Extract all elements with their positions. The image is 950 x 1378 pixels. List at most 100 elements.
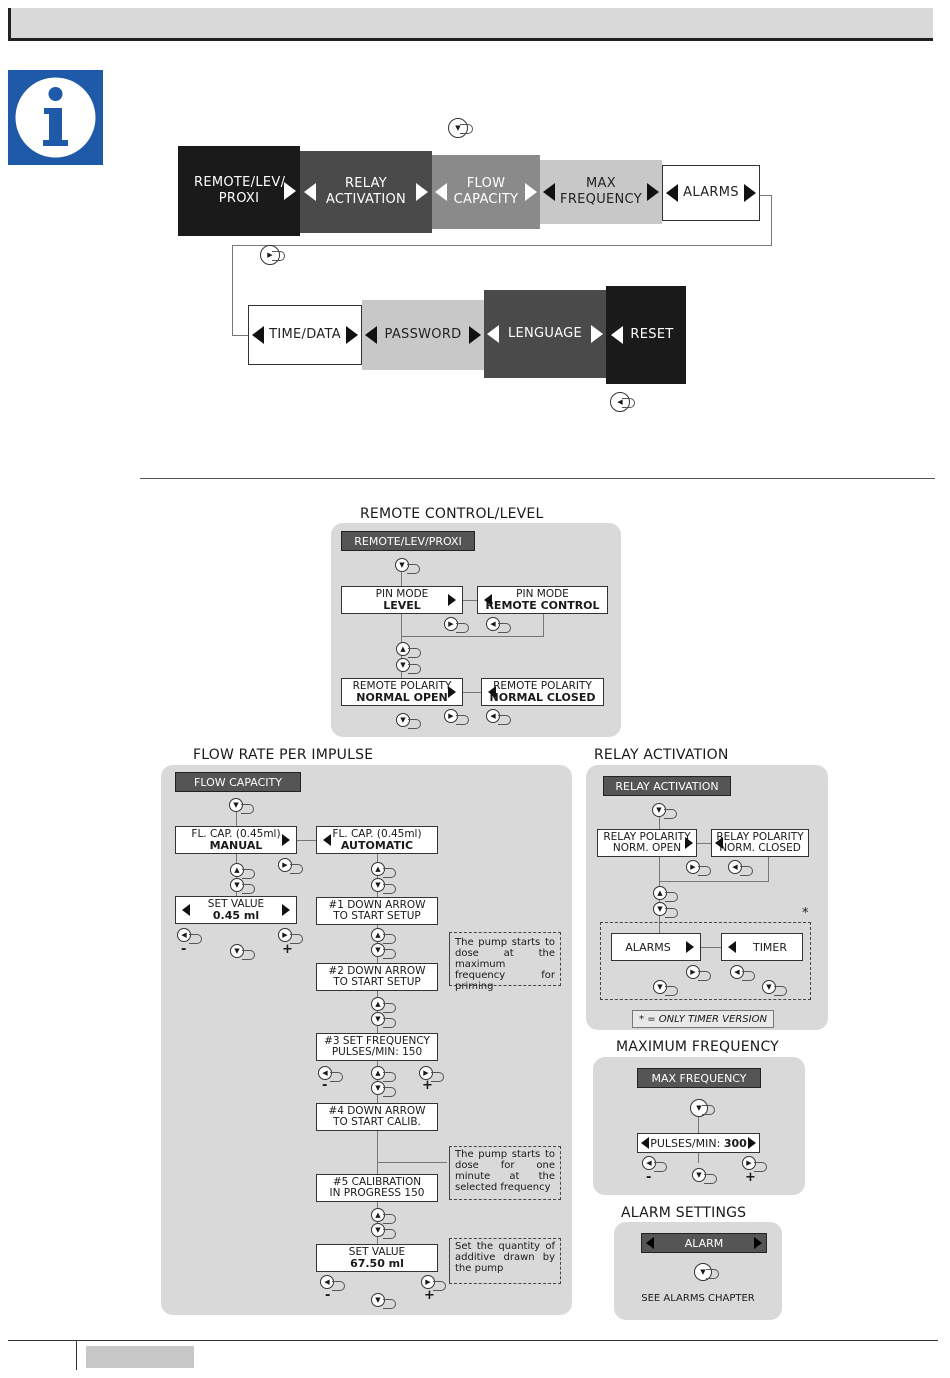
- relay-header: RELAY ACTIVATION: [603, 776, 731, 796]
- remote-header: REMOTE/LEV/PROXI: [341, 531, 475, 551]
- connector-line: [701, 947, 721, 948]
- menu-alarms: ALARMS: [662, 165, 760, 221]
- menu-label: RELAY ACTIVATION: [325, 176, 407, 207]
- box-value: NORMAL CLOSED: [489, 691, 596, 704]
- header-label: REMOTE/LEV/PROXI: [354, 534, 462, 548]
- step5-box: #5 CALIBRATION IN PROGRESS 150: [316, 1174, 438, 1202]
- down-button-icon: ▼: [371, 1012, 396, 1028]
- down-button-icon: ▼: [762, 980, 787, 996]
- arrow-left-icon: [304, 183, 316, 201]
- right-button-icon: ▶: [444, 617, 469, 633]
- arrow-right-icon: [591, 325, 603, 343]
- arrow-right-icon: [686, 941, 694, 953]
- minus-sign: -: [325, 1288, 331, 1303]
- alarm-title: ALARM SETTINGS: [621, 1205, 747, 1221]
- step1-box: #1 DOWN ARROW TO START SETUP: [316, 897, 438, 925]
- connector-line: [232, 245, 233, 335]
- down-button-icon: ▼: [692, 1168, 717, 1184]
- box-label: FL. CAP. (0.45ml): [191, 828, 281, 840]
- box-label: TO START CALIB.: [333, 1116, 421, 1128]
- down-button-icon: ▼: [371, 1293, 396, 1309]
- plus-sign: +: [282, 942, 293, 957]
- menu-reset: RESET: [606, 286, 686, 384]
- down-button-icon: ▼: [230, 878, 255, 894]
- arrow-right-icon: [416, 183, 428, 201]
- up-button-icon: ▲: [371, 1066, 396, 1082]
- left-button-icon: ◀: [730, 965, 755, 981]
- arrow-left-icon: [611, 326, 623, 344]
- minus-sign: -: [181, 942, 187, 957]
- box-label: ALARMS: [625, 940, 671, 954]
- connector-line: [771, 195, 772, 245]
- minus-sign: -: [646, 1170, 652, 1185]
- up-button-icon: ▲: [230, 863, 255, 879]
- box-label: REMOTE POLARITY: [493, 680, 592, 692]
- up-button-icon: ▲: [396, 642, 421, 658]
- left-button-icon: ◀: [177, 928, 202, 944]
- box-value: 0.45 ml: [212, 909, 260, 922]
- arrow-left-icon: [488, 686, 496, 698]
- note-bracket: [449, 932, 561, 986]
- left-button-icon: ◀: [610, 392, 635, 412]
- menu-relay-activation: RELAY ACTIVATION: [300, 151, 432, 233]
- left-button-icon: ◀: [320, 1275, 345, 1291]
- menu-label: REMOTE/LEV/ PROXI: [194, 175, 286, 206]
- connector-line: [659, 817, 660, 829]
- connector-line: [698, 1153, 699, 1163]
- timer-footnote: * = ONLY TIMER VERSION: [632, 1010, 774, 1028]
- left-button-icon: ◀: [728, 860, 753, 876]
- box-value: NORMAL OPEN: [356, 691, 448, 704]
- box-value: NORM. CLOSED: [719, 842, 801, 854]
- connector-line: [236, 812, 237, 826]
- connector-line: [698, 1117, 699, 1133]
- menu-label: MAX FREQUENCY: [560, 176, 642, 207]
- down-button-icon: ▼: [395, 558, 420, 574]
- down-button-icon: ▼: [229, 798, 254, 814]
- connector-line: [760, 195, 772, 196]
- menu-flow-capacity: FLOW CAPACITY: [432, 155, 540, 229]
- up-button-icon: ▲: [371, 862, 396, 878]
- menu-max-frequency: MAX FREQUENCY: [540, 160, 662, 224]
- box-label: PIN MODE: [516, 588, 569, 600]
- remote-polarity-closed-box: REMOTE POLARITY NORMAL CLOSED: [481, 678, 604, 706]
- menu-lenguage: LENGUAGE: [484, 290, 606, 378]
- note-bracket: [449, 1238, 561, 1284]
- info-icon: [8, 70, 103, 165]
- arrow-right-icon: [748, 1137, 756, 1149]
- box-label: RELAY POLARITY: [716, 831, 804, 843]
- box-label: #2 DOWN ARROW: [328, 965, 426, 977]
- box-value: LEVEL: [383, 599, 421, 612]
- set-value-final-box: SET VALUE 67.50 ml: [316, 1244, 438, 1272]
- note-calibration: The pump starts to dose for one minute a…: [455, 1149, 555, 1193]
- note-priming: The pump starts to dose at the maximum f…: [455, 937, 555, 992]
- right-button-icon: ▶: [686, 965, 711, 981]
- box-value: AUTOMATIC: [340, 839, 414, 852]
- down-button-icon: ▼: [371, 943, 396, 959]
- down-button-icon: ▼: [371, 1081, 396, 1097]
- up-button-icon: ▲: [371, 997, 396, 1013]
- right-button-icon: ▶: [444, 709, 469, 725]
- asterisk-mark: *: [802, 906, 809, 921]
- box-label: TIMER: [752, 940, 788, 954]
- pulses-min-box: PULSES/MIN: 300: [637, 1133, 760, 1153]
- pin-mode-level-box: PIN MODE LEVEL: [341, 586, 463, 614]
- arrow-left-icon: [543, 183, 555, 201]
- box-label: TO START SETUP: [333, 976, 421, 988]
- left-button-icon: ◀: [486, 709, 511, 725]
- menu-time-data: TIME/DATA: [248, 305, 362, 365]
- page-header-edge: [8, 8, 11, 41]
- arrow-left-icon: [323, 834, 331, 846]
- plus-sign: +: [424, 1288, 435, 1303]
- step3-box: #3 SET FREQUENCY PULSES/MIN: 150: [316, 1033, 438, 1061]
- menu-label: FLOW CAPACITY: [453, 176, 519, 207]
- arrow-left-icon: [641, 1137, 649, 1149]
- right-button-icon: ▶: [260, 245, 285, 265]
- arrow-right-icon: [685, 837, 693, 849]
- down-button-icon: ▼: [396, 658, 421, 674]
- box-value: MANUAL: [209, 839, 263, 852]
- arrow-left-icon: [182, 904, 190, 916]
- alarm-header: ALARM: [641, 1233, 767, 1253]
- box-value: 67.50 ml: [350, 1257, 404, 1270]
- remote-title: REMOTE CONTROL/LEVEL: [360, 506, 544, 522]
- header-label: ALARM: [684, 1236, 724, 1250]
